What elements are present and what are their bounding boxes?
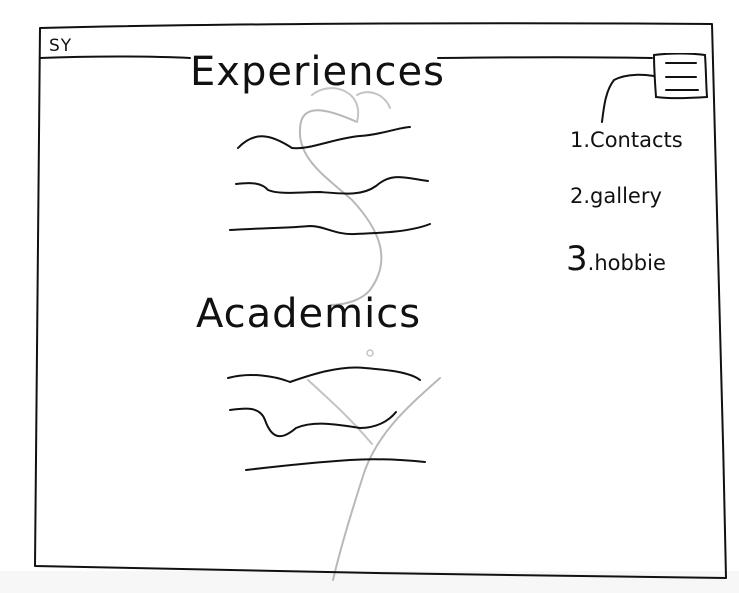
academics-line-1 [227,366,421,384]
experiences-line-2 [235,176,429,195]
nav-item-label: .Contacts [583,128,683,152]
pencil-stroke-s-curve [298,109,383,306]
academics-line-3 [245,458,426,471]
nav-item-contacts[interactable]: 1.Contacts [570,130,683,151]
nav-item-label: .gallery [583,184,662,208]
nav-item-hobbie[interactable]: 3.hobbie [566,242,666,276]
pencil-dot [366,349,374,357]
site-logo[interactable]: SY [49,36,73,56]
nav-item-label: .hobbie [587,251,666,275]
experiences-line-3 [229,223,431,236]
nav-item-gallery[interactable]: 2.gallery [570,186,662,207]
window-frame [34,22,727,579]
nav-item-number: 2 [570,184,584,208]
hamburger-menu-icon [652,53,709,100]
pencil-stroke-small-curve [307,379,373,445]
menu-pointer-line [601,73,655,123]
nav-item-number: 3 [566,239,588,279]
nav-item-number: 1 [570,128,584,152]
section-title-experiences: Experiences [190,49,445,95]
pencil-stroke-top-loop [311,87,391,123]
pencil-stroke-diagonal [332,377,441,581]
hamburger-menu-button[interactable] [652,53,709,100]
experiences-line-1 [237,126,411,150]
section-title-academics: Academics [196,291,422,337]
academics-line-2 [229,407,397,438]
header-divider [39,55,653,59]
